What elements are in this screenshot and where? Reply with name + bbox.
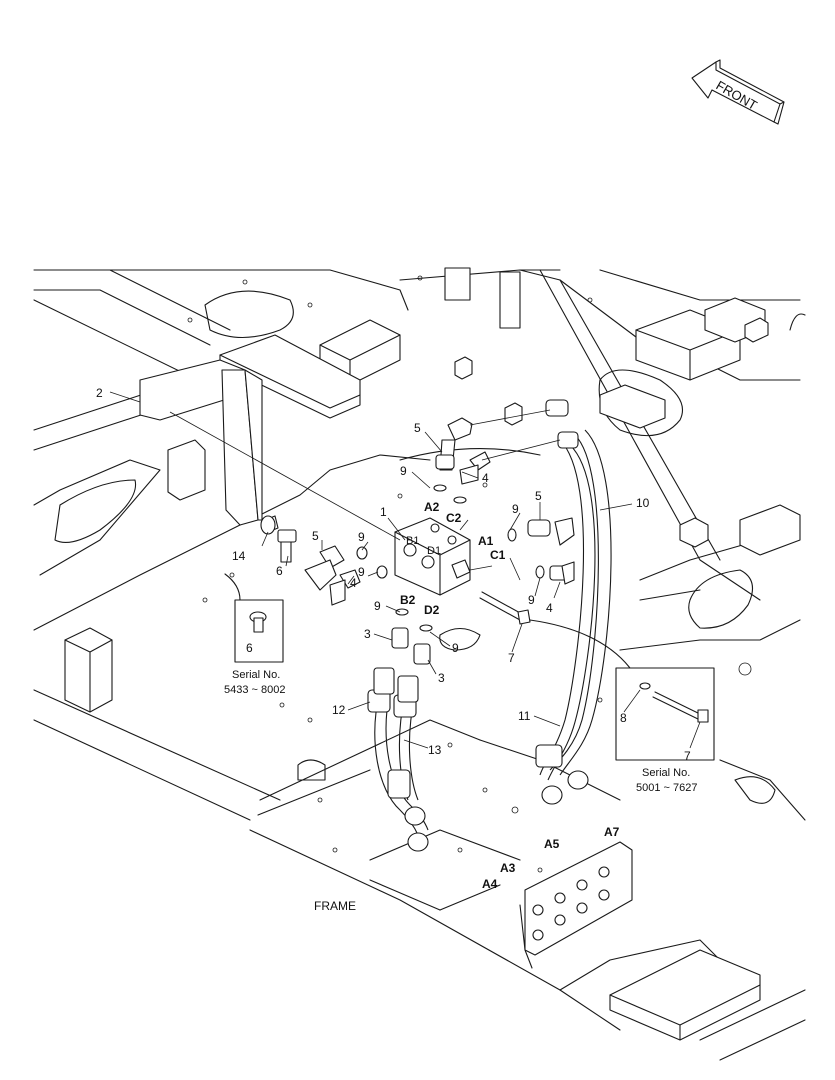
port-a2: A2 [424,500,440,514]
port-a4: A4 [482,877,498,891]
callout-13: 13 [428,743,442,757]
callout-9: 9 [452,641,459,655]
inset-left-serial-range: 5433 ~ 8002 [224,684,285,696]
callout-5: 5 [312,529,319,543]
valve-block [394,517,471,596]
callout-6: 6 [276,564,283,578]
leader-lines [109,391,701,749]
callout-6: 6 [246,641,253,655]
callout-3: 3 [364,627,371,641]
callout-4: 4 [350,576,357,590]
hose-12-13 [367,667,429,852]
callout-10: 10 [636,496,650,510]
callout-11: 11 [518,709,531,723]
port-labels: A2 C2 A1 C1 B2 D2 B1 D1 A5 A7 A3 A4 [400,500,620,891]
inset-right [529,619,715,761]
callout-5: 5 [535,489,542,503]
callout-9: 9 [358,565,365,579]
callout-3: 3 [438,671,445,685]
port-d2: D2 [424,603,440,617]
callout-9: 9 [374,599,381,613]
port-c1: C1 [490,548,506,562]
callout-9: 9 [512,502,519,516]
callout-4: 4 [546,601,553,615]
callout-7: 7 [684,749,691,763]
port-b2: B2 [400,593,416,607]
port-plate [519,841,633,969]
callout-9: 9 [358,530,365,544]
callout-12: 12 [332,703,346,717]
port-c2: C2 [446,511,462,525]
port-a7: A7 [604,825,620,839]
port-a1: A1 [478,534,494,548]
callout-7: 7 [508,651,515,665]
front-arrow-icon: FRONT [691,59,785,125]
frame-structure [33,267,806,1061]
inset-left-serial-label: Serial No. [232,669,280,681]
bolt-7 [479,591,531,625]
hose-10-11 [469,399,612,805]
inset-right-serial-range: 5001 ~ 7627 [636,782,697,794]
port-a3: A3 [500,861,516,875]
inset-left [224,573,284,663]
callout-labels: 2 5 9 4 9 5 10 1 14 6 5 9 4 9 9 4 9 3 9 … [96,386,691,763]
callout-8: 8 [620,711,627,725]
fittings [260,417,575,665]
callout-1: 1 [380,505,387,519]
port-d1: D1 [427,545,441,557]
port-a5: A5 [544,837,560,851]
callout-9: 9 [400,464,407,478]
callout-2: 2 [96,386,103,400]
callout-4: 4 [482,471,489,485]
frame-label: FRAME [314,899,356,913]
inset-right-serial-label: Serial No. [642,767,690,779]
callout-14: 14 [232,549,246,563]
port-b1: B1 [406,535,419,547]
callout-5: 5 [414,421,421,435]
callout-9: 9 [528,593,535,607]
